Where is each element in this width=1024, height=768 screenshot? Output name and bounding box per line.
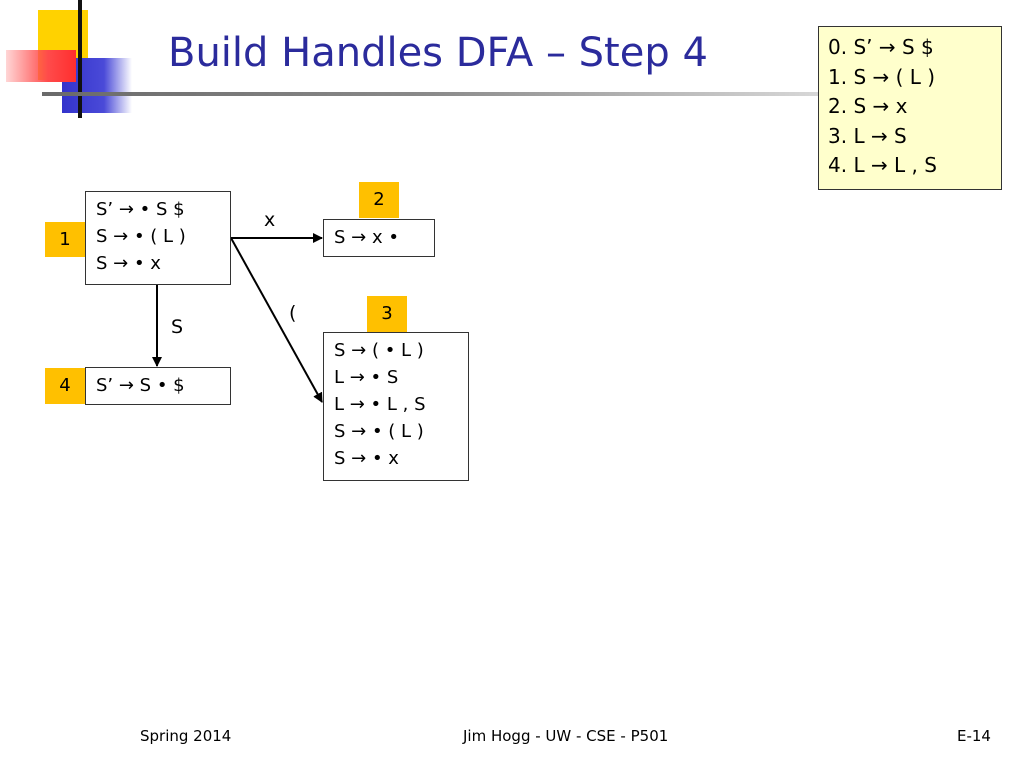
state-3-item-2: L → • L , S [334,394,426,415]
slide-title: Build Handles DFA – Step 4 [168,30,708,76]
footer-author: Jim Hogg - UW - CSE - P501 [463,727,669,745]
footer-date: Spring 2014 [140,727,232,745]
state-3-box: S → ( • L ) L → • S L → • L , S S → • ( … [323,332,469,481]
state-3-item-1: L → • S [334,367,399,388]
grammar-rule-1: 1. S → ( L ) [828,64,936,89]
state-4-badge: 4 [45,368,85,404]
state-4-box: S’ → S • $ [85,367,231,405]
state-2-box: S → x • [323,219,435,257]
grammar-rule-3: 3. L → S [828,123,907,148]
state-1-item-1: S → • ( L ) [96,226,186,247]
state-2-item-0: S → x • [334,227,399,248]
state-1-box: S’ → • S $ S → • ( L ) S → • x [85,191,231,285]
title-underline [42,92,822,96]
grammar-rule-2: 2. S → x [828,94,908,118]
state-1-badge: 1 [45,222,85,257]
grammar-box: 0. S’ → S $ 1. S → ( L ) 2. S → x 3. L →… [818,26,1002,190]
state-3-item-0: S → ( • L ) [334,340,424,361]
grammar-rule-0: 0. S’ → S $ [828,35,934,59]
state-3-item-3: S → • ( L ) [334,421,424,442]
edge-1-to-3 [230,237,323,403]
edge-label-paren: ( [289,302,297,324]
state-2-badge: 2 [359,182,399,218]
edge-label-s: S [171,316,184,338]
state-4-item-0: S’ → S • $ [96,375,185,396]
logo-red-bar [6,50,76,82]
state-1-item-0: S’ → • S $ [96,199,185,220]
state-3-item-4: S → • x [334,448,399,469]
state-1-item-2: S → • x [96,253,161,274]
grammar-rule-4: 4. L → L , S [828,153,937,177]
footer-slide-number: E-14 [957,727,991,745]
logo-vertical-line [78,0,82,118]
state-3-badge: 3 [367,296,407,332]
edge-label-x: x [264,209,276,231]
